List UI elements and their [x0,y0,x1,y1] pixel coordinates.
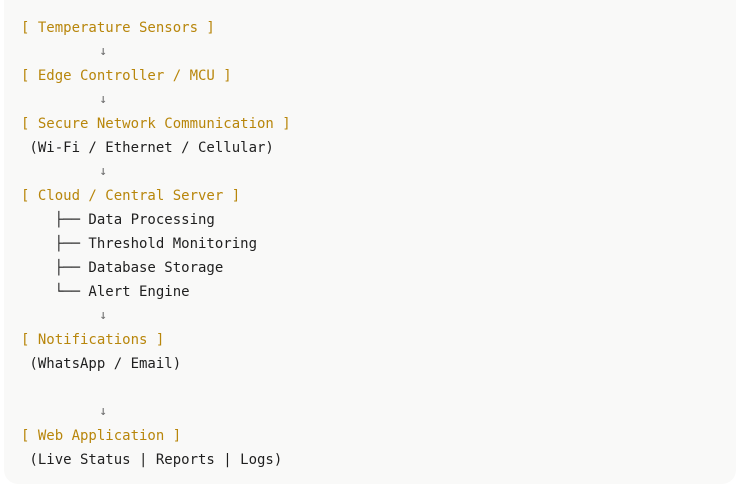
tree-branch-line: ├── Threshold Monitoring [21,236,258,252]
stage-line: [ Notifications ] [21,332,165,348]
flow-arrow-icon: ↓ [21,404,108,419]
flow-arrow-icon: ↓ [21,308,108,323]
architecture-flow-text: [ Temperature Sensors ] ↓ [ Edge Controll… [4,16,736,472]
tree-branch-line: ├── Data Processing [21,212,215,228]
spacer-line [4,376,736,400]
stage-line: [ Edge Controller / MCU ] [21,68,232,84]
flow-arrow-icon: ↓ [21,44,108,59]
flow-arrow-icon: ↓ [21,92,108,107]
flow-arrow-icon: ↓ [21,164,108,179]
stage-line: [ Web Application ] [21,428,182,444]
architecture-diagram-panel: [ Temperature Sensors ] ↓ [ Edge Controll… [4,0,736,484]
tree-branch-line: ├── Database Storage [21,260,224,276]
stage-line: [ Secure Network Communication ] [21,116,291,132]
caption-line: (WhatsApp / Email) [21,356,182,372]
tree-branch-line: └── Alert Engine [21,284,190,300]
stage-line: [ Cloud / Central Server ] [21,188,241,204]
caption-line: (Wi-Fi / Ethernet / Cellular) [21,140,274,156]
caption-line: (Live Status | Reports | Logs) [21,452,283,468]
stage-line: [ Temperature Sensors ] [21,20,215,36]
